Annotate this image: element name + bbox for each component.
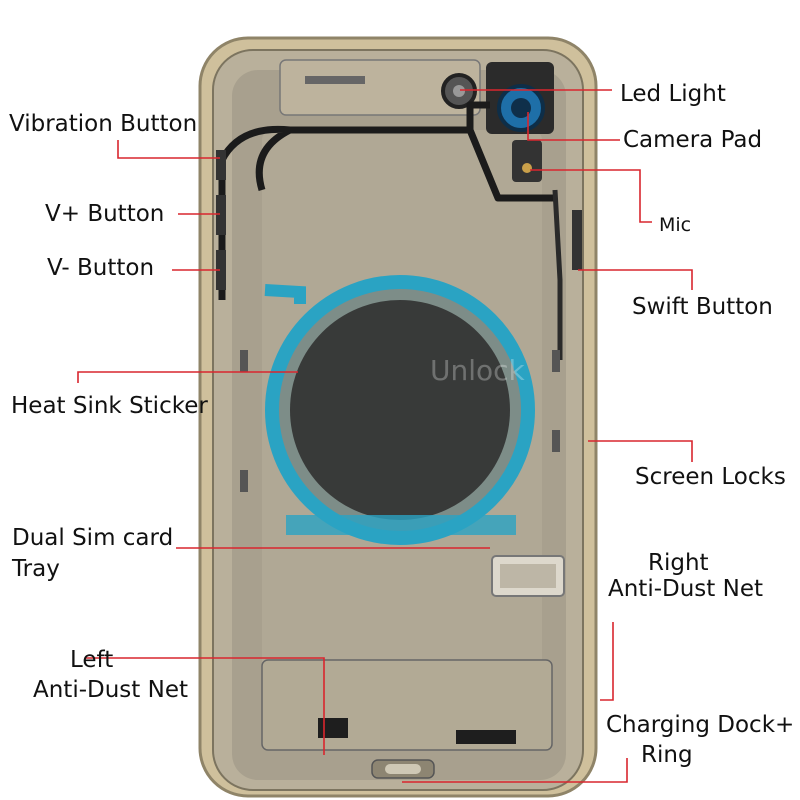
- v-minus-bracket: [216, 250, 226, 290]
- screen-lock-left-1: [240, 350, 248, 372]
- leader-vibration: [117, 140, 220, 159]
- label-v-minus-button: V- Button: [47, 255, 155, 281]
- mic-hole: [522, 163, 532, 173]
- leader-swift: [578, 269, 693, 290]
- label-swift-button: Swift Button: [632, 294, 773, 320]
- right-dust-net: [456, 730, 516, 744]
- label-dual-sim-tray-1: Dual Sim card: [12, 525, 174, 551]
- heat-sink-ring-edge: [265, 275, 535, 545]
- label-charging-dock-2: Ring: [641, 742, 693, 768]
- label-charging-dock-1: Charging Dock+: [606, 712, 795, 738]
- leader-heat-sink: [77, 371, 298, 383]
- leader-lines: [77, 89, 693, 783]
- dock-ring: [385, 764, 421, 774]
- sim-tray-recess-inner: [500, 564, 556, 588]
- top-bracket: [279, 59, 481, 116]
- flash-flex: [512, 140, 542, 182]
- screen-lock-right-1: [552, 350, 560, 372]
- heat-sink-sticker: [290, 300, 510, 520]
- label-right-dust-net-1: Right: [648, 550, 709, 576]
- screen-lock-right-2: [552, 430, 560, 452]
- vibration-bracket: [216, 150, 226, 180]
- side-flex-cable: [552, 189, 563, 360]
- label-led-light: Led Light: [620, 81, 726, 107]
- label-right-dust-net-2: Anti-Dust Net: [608, 576, 763, 602]
- heat-sink-sticker-band: [286, 515, 516, 535]
- watermark: Unlock: [430, 354, 526, 387]
- swift-bracket: [572, 210, 582, 270]
- label-dual-sim-tray-2: Tray: [12, 556, 60, 582]
- leader-left-dust: [86, 657, 325, 755]
- label-left-dust-net-2: Anti-Dust Net: [33, 677, 188, 703]
- v-plus-bracket: [216, 195, 226, 235]
- leader-right-dust: [600, 622, 614, 701]
- label-screen-locks: Screen Locks: [635, 464, 786, 490]
- camera-lens-center: [511, 98, 531, 118]
- label-vibration-button: Vibration Button: [9, 111, 198, 137]
- label-camera-pad: Camera Pad: [623, 127, 763, 153]
- top-bracket-slot: [305, 76, 365, 84]
- left-dust-net: [318, 718, 348, 738]
- leader-screen-locks: [588, 440, 693, 462]
- leader-charging-dock: [402, 758, 628, 783]
- screen-lock-left-2: [240, 470, 248, 492]
- label-v-plus-button: V+ Button: [45, 201, 165, 227]
- label-mic: Mic: [659, 214, 692, 236]
- leader-mic: [530, 169, 652, 223]
- label-left-dust-net-1: Left: [70, 647, 114, 673]
- led-lens-center: [453, 85, 465, 97]
- label-heat-sink-sticker: Heat Sink Sticker: [11, 393, 208, 419]
- heat-sink-tab: [264, 284, 306, 304]
- leader-camera-pad: [527, 112, 620, 141]
